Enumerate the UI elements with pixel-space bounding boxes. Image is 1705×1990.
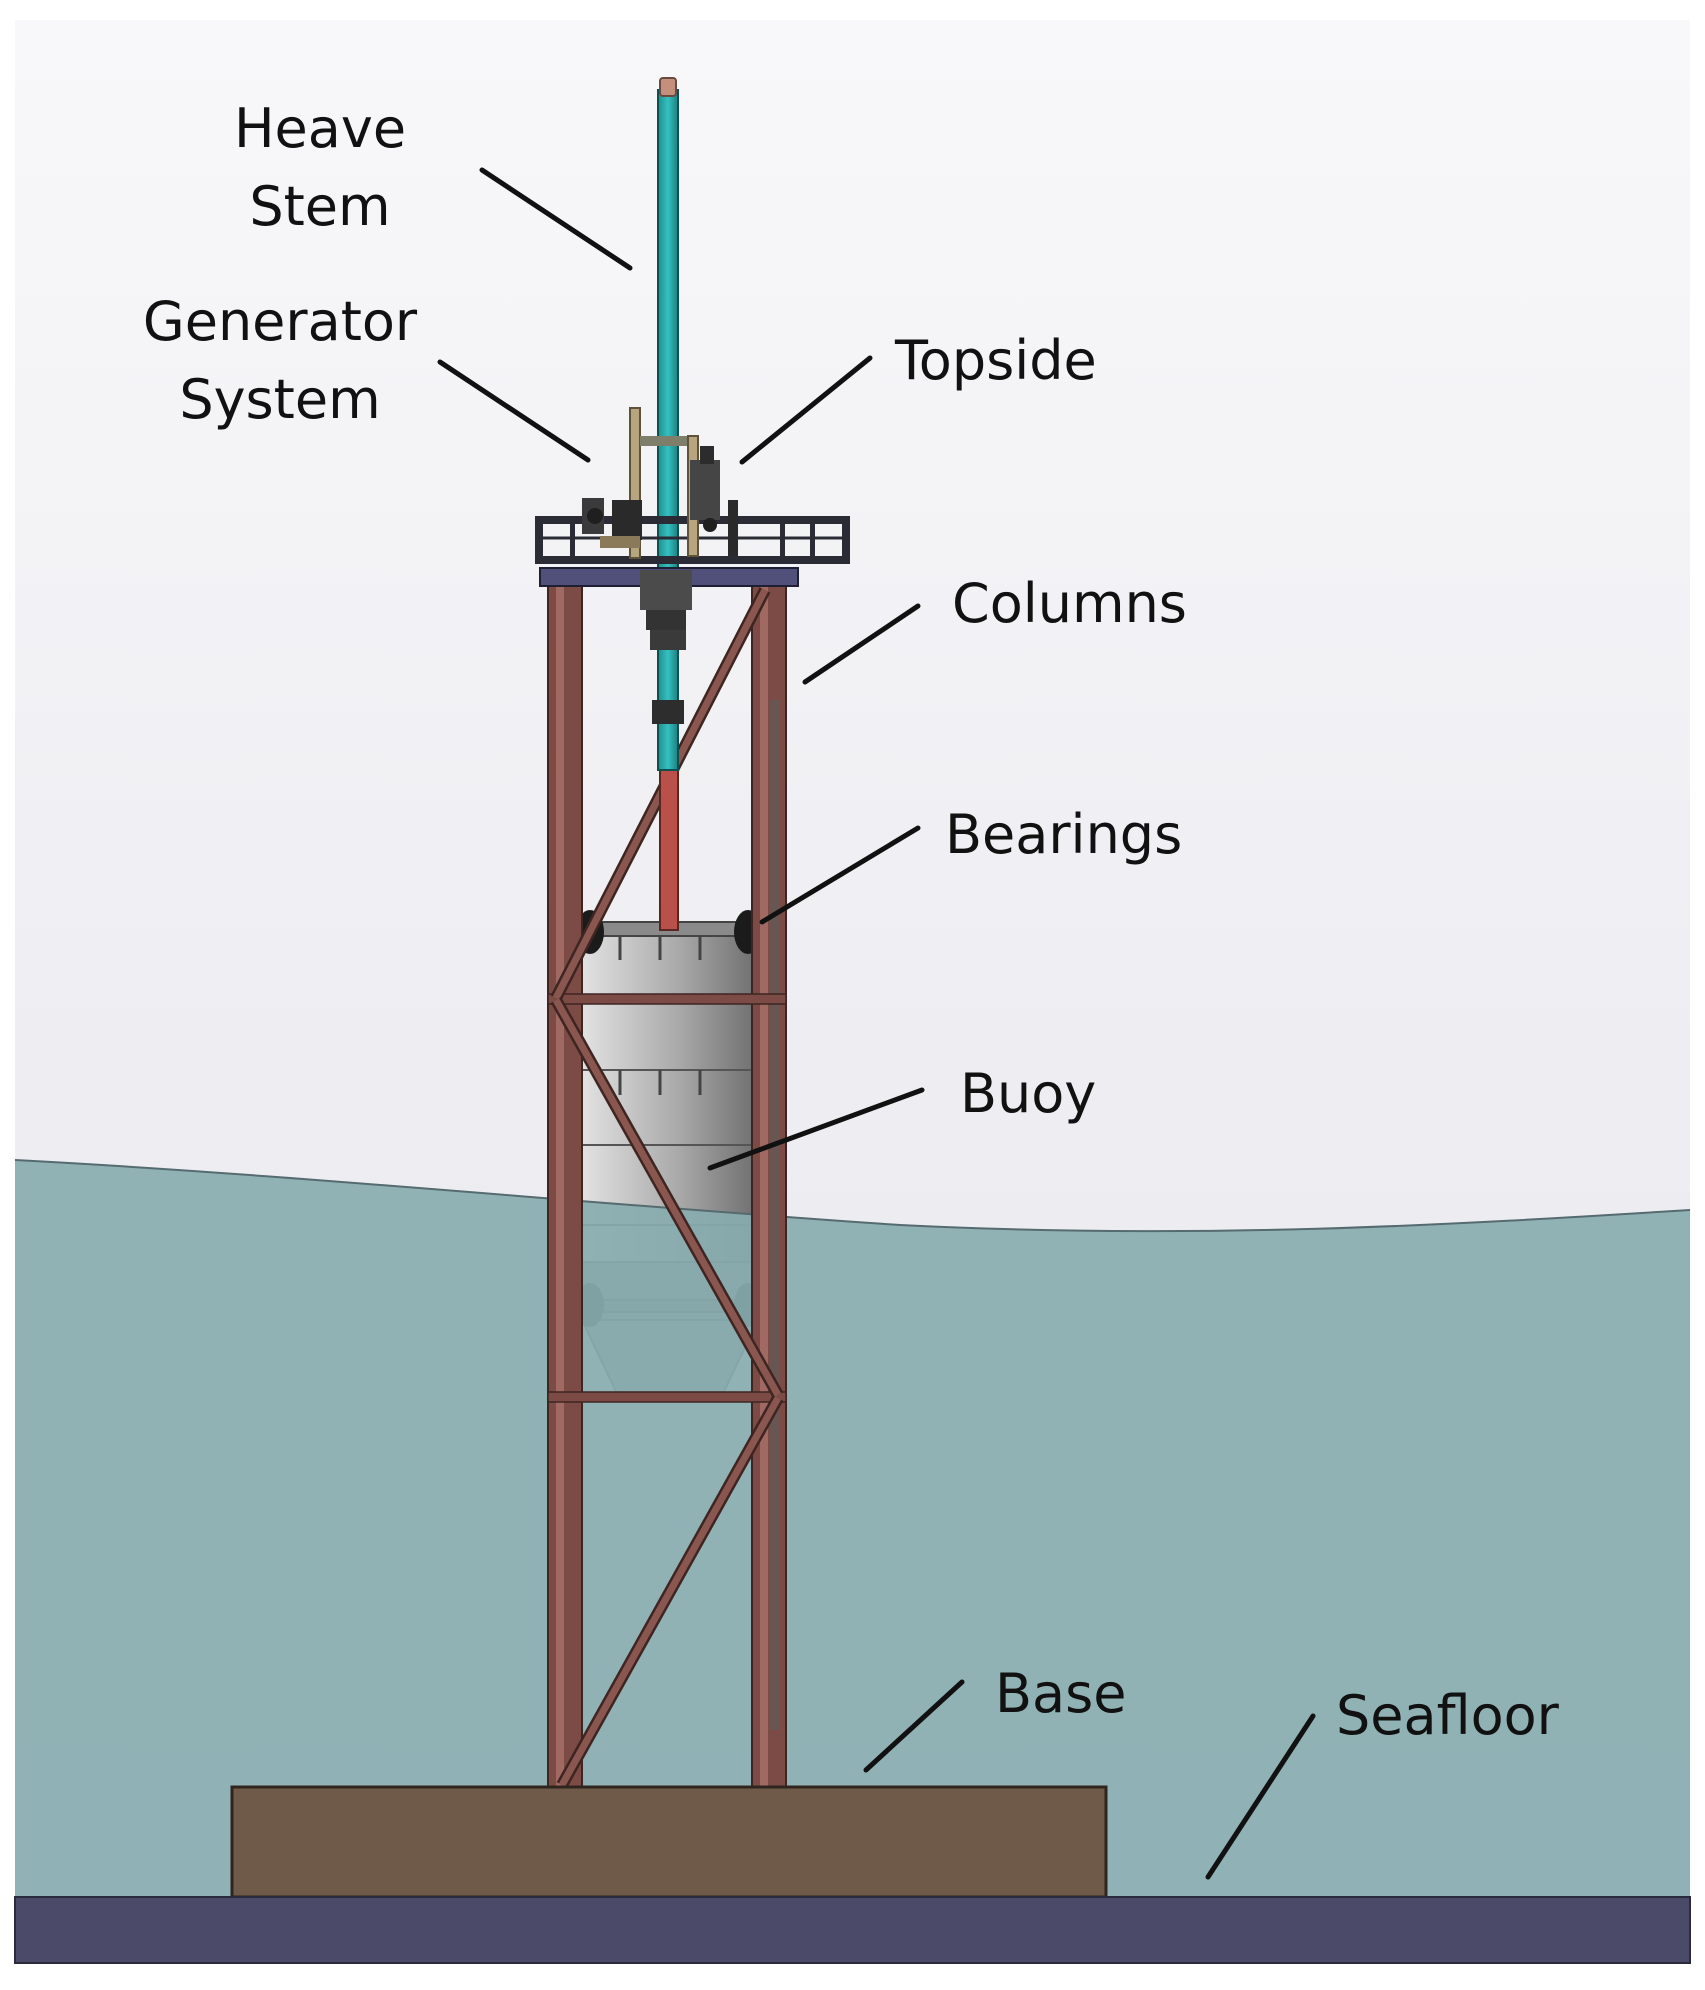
topside-leader [739, 355, 873, 465]
leader-lines [437, 167, 1316, 1880]
bearings-label: Bearings [945, 803, 1183, 866]
buoy-label: Buoy [960, 1062, 1097, 1125]
buoy-leader [707, 1087, 925, 1171]
base-leader [863, 1679, 965, 1773]
seafloor-label: Seafloor [1336, 1684, 1559, 1747]
generator-system-leader [437, 359, 591, 463]
generator-system-label-line-1: Generator [142, 290, 418, 353]
heave-stem-label: Heave Stem [210, 90, 430, 246]
bearings-leader [759, 825, 921, 925]
generator-system-label: Generator System [130, 283, 430, 439]
columns-leader [802, 603, 921, 685]
base-label: Base [995, 1662, 1127, 1725]
columns [547, 584, 787, 1788]
columns-label: Columns [952, 572, 1187, 635]
water [15, 1160, 1690, 1900]
heave-stem-label-line-1: Heave [233, 97, 407, 160]
generator-system [582, 407, 738, 630]
generator-system-label-line-2: System [179, 368, 381, 431]
seafloor [14, 1896, 1691, 1964]
water-surface-line [14, 1159, 1691, 1233]
shaft [659, 749, 679, 931]
heave-stem-leader [479, 167, 633, 271]
heave-stem-label-line-2: Stem [249, 175, 391, 238]
base [230, 1785, 1108, 1899]
topside-label: Topside [895, 329, 1097, 392]
seafloor-leader [1205, 1713, 1316, 1880]
